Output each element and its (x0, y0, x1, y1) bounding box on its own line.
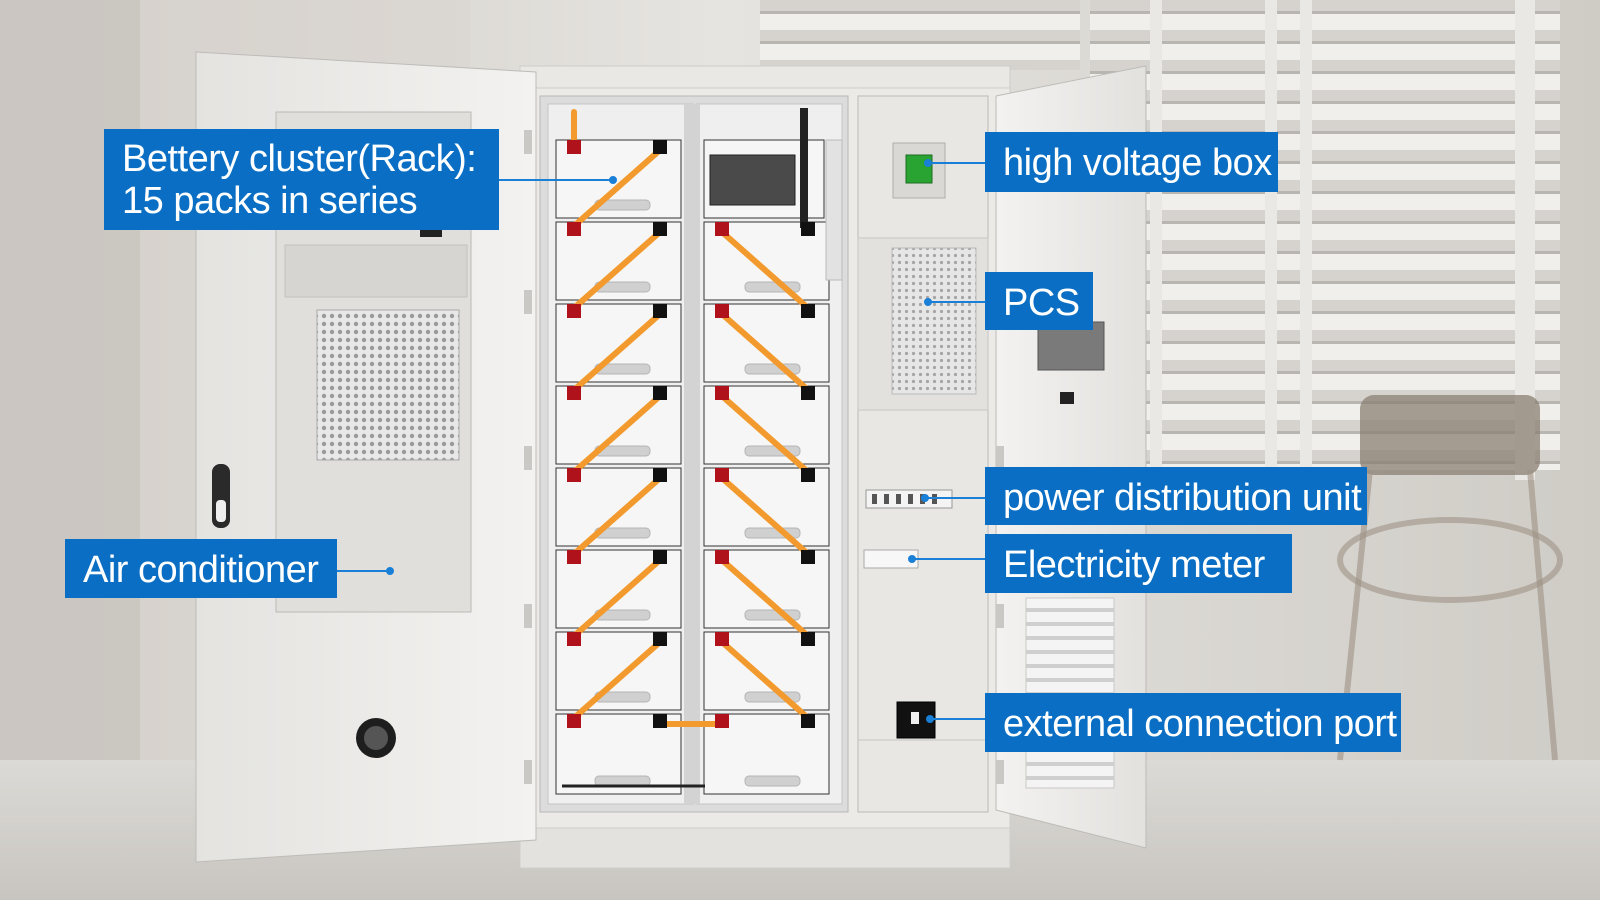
callout-air-conditioner: Air conditioner (65, 539, 337, 598)
callout-battery-cluster-line2: 15 packs in series (122, 180, 418, 222)
callout-power-distribution-unit: power distribution unit (985, 467, 1367, 525)
leader-lines (337, 159, 985, 723)
callout-electricity-meter: Electricity meter (985, 534, 1292, 593)
callout-battery-cluster: Bettery cluster(Rack): 15 packs in serie… (104, 129, 499, 230)
callout-battery-cluster-line1: Bettery cluster(Rack): (122, 138, 477, 180)
series-cables (571, 109, 811, 727)
terminals (567, 140, 815, 728)
callout-external-connection-port: external connection port (985, 693, 1401, 752)
callout-high-voltage-box: high voltage box (985, 132, 1278, 192)
callout-pcs: PCS (985, 272, 1093, 330)
